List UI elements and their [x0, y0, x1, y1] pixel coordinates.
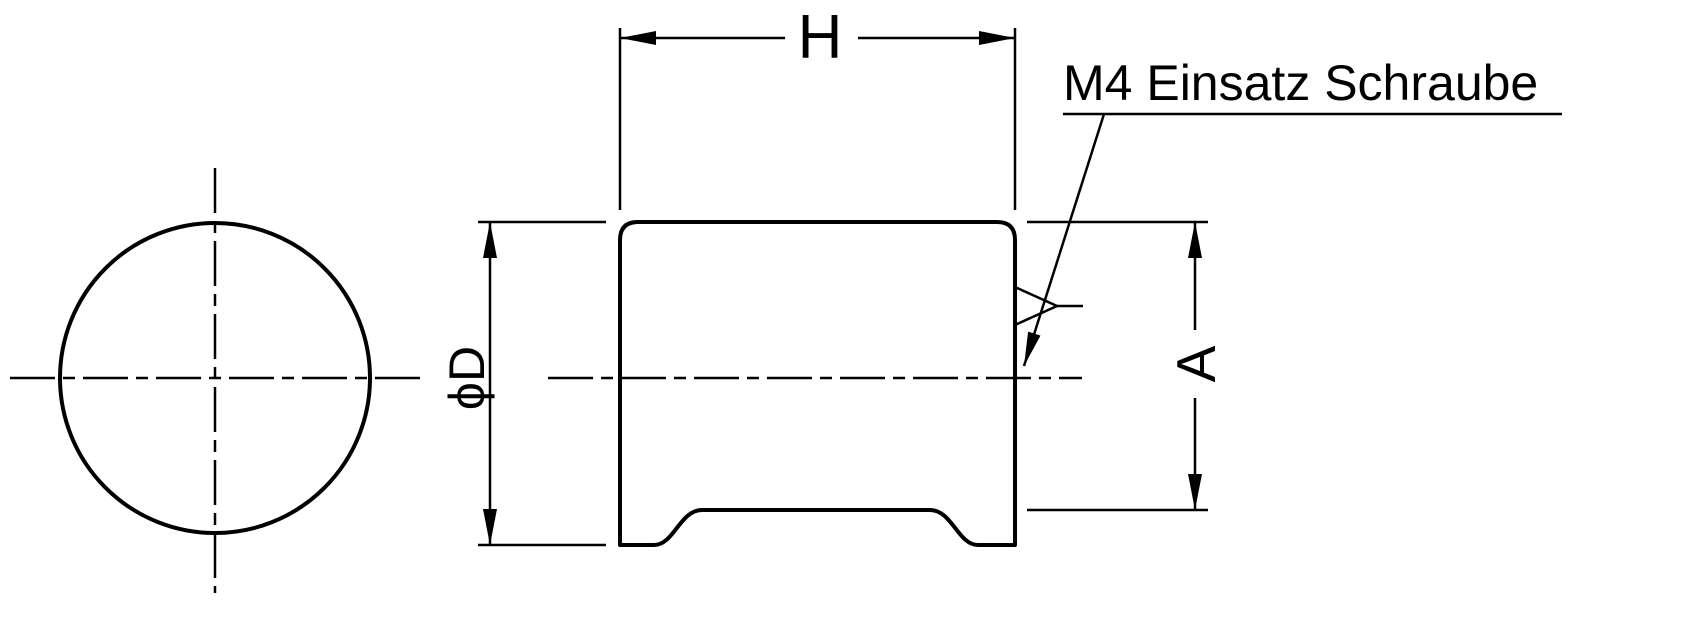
dimension-d-arrow-top: [483, 222, 497, 258]
dimension-d: ϕD: [439, 220, 606, 547]
dimension-d-label: ϕD: [439, 346, 495, 410]
dimension-a: A: [1027, 220, 1227, 512]
leader-note-label: M4 Einsatz Schraube: [1063, 55, 1538, 111]
dimension-h-label: H: [798, 3, 843, 72]
dimension-a-arrow-bottom: [1188, 474, 1202, 510]
leader-arrowhead: [1024, 331, 1041, 366]
side-outline: [618, 220, 1017, 547]
leader-annotation: M4 Einsatz Schraube: [1022, 55, 1562, 367]
setscrew-symbol: [1014, 285, 1061, 327]
leader-line: [1022, 113, 1106, 367]
dimension-a-label: A: [1165, 345, 1227, 382]
dimension-d-arrow-bottom: [483, 509, 497, 545]
dimension-a-arrow-top: [1188, 222, 1202, 258]
front-view: [10, 168, 422, 593]
dimension-h-arrow-right: [979, 31, 1015, 45]
dimension-h: H: [618, 3, 1017, 210]
side-view: [548, 220, 1083, 547]
dimension-h-arrow-left: [620, 31, 656, 45]
front-outline-circle: [58, 221, 372, 535]
